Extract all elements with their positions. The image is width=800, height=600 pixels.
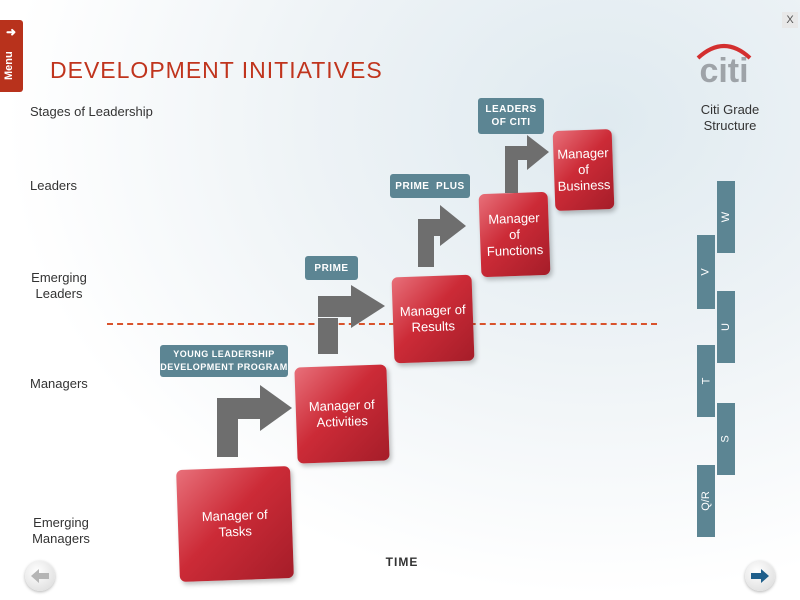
box-manager-of-business[interactable]: Manager of Business — [552, 128, 615, 212]
tag-young-leadership[interactable]: YOUNG LEADERSHIP DEVELOPMENT PROGRAM — [160, 345, 288, 377]
tag-prime[interactable]: PRIME — [305, 256, 358, 280]
leadership-divider-line — [107, 323, 657, 325]
grade-u: U — [717, 291, 735, 363]
page-title: DEVELOPMENT INITIATIVES — [50, 57, 383, 83]
stage-managers: Managers — [30, 376, 88, 391]
citi-logo: citi — [696, 44, 752, 86]
close-button[interactable]: X — [782, 12, 798, 28]
box-manager-of-activities[interactable]: Manager of Activities — [294, 364, 390, 464]
grade-s: S — [717, 403, 735, 475]
logo-text: citi — [699, 52, 748, 86]
tag-leaders-of-citi[interactable]: LEADERS OF CITI — [478, 98, 544, 134]
stage-emerging-leaders: Emerging Leaders — [31, 270, 87, 301]
box-manager-of-results[interactable]: Manager of Results — [391, 274, 475, 364]
stage-emerging-managers: Emerging Managers — [32, 515, 90, 546]
box-manager-of-functions[interactable]: Manager of Functions — [478, 191, 551, 278]
grade-w: W — [717, 181, 735, 253]
forward-button[interactable] — [745, 561, 775, 591]
back-button[interactable] — [25, 561, 55, 591]
arrow-left-icon — [31, 569, 49, 583]
grade-v: V — [697, 235, 715, 309]
arrow-3-icon — [418, 205, 466, 267]
stage-leaders: Leaders — [30, 178, 77, 193]
menu-tab[interactable]: ➜ Menu — [0, 20, 23, 92]
arrow-2-icon — [318, 285, 385, 354]
grade-structure-header: Citi Grade Structure — [700, 102, 760, 133]
arrow-4-icon — [505, 135, 549, 193]
arrow-1-icon — [217, 385, 292, 457]
tag-prime-plus[interactable]: PRIME PLUS — [390, 174, 470, 198]
grade-qr: Q/R — [697, 465, 715, 537]
box-manager-of-tasks[interactable]: Manager of Tasks — [176, 466, 294, 582]
grade-t: T — [697, 345, 715, 417]
time-axis-label: TIME — [385, 555, 419, 569]
stages-header: Stages of Leadership — [30, 104, 153, 119]
menu-arrow-icon: ➜ — [6, 25, 17, 39]
arrow-right-icon — [751, 569, 769, 583]
